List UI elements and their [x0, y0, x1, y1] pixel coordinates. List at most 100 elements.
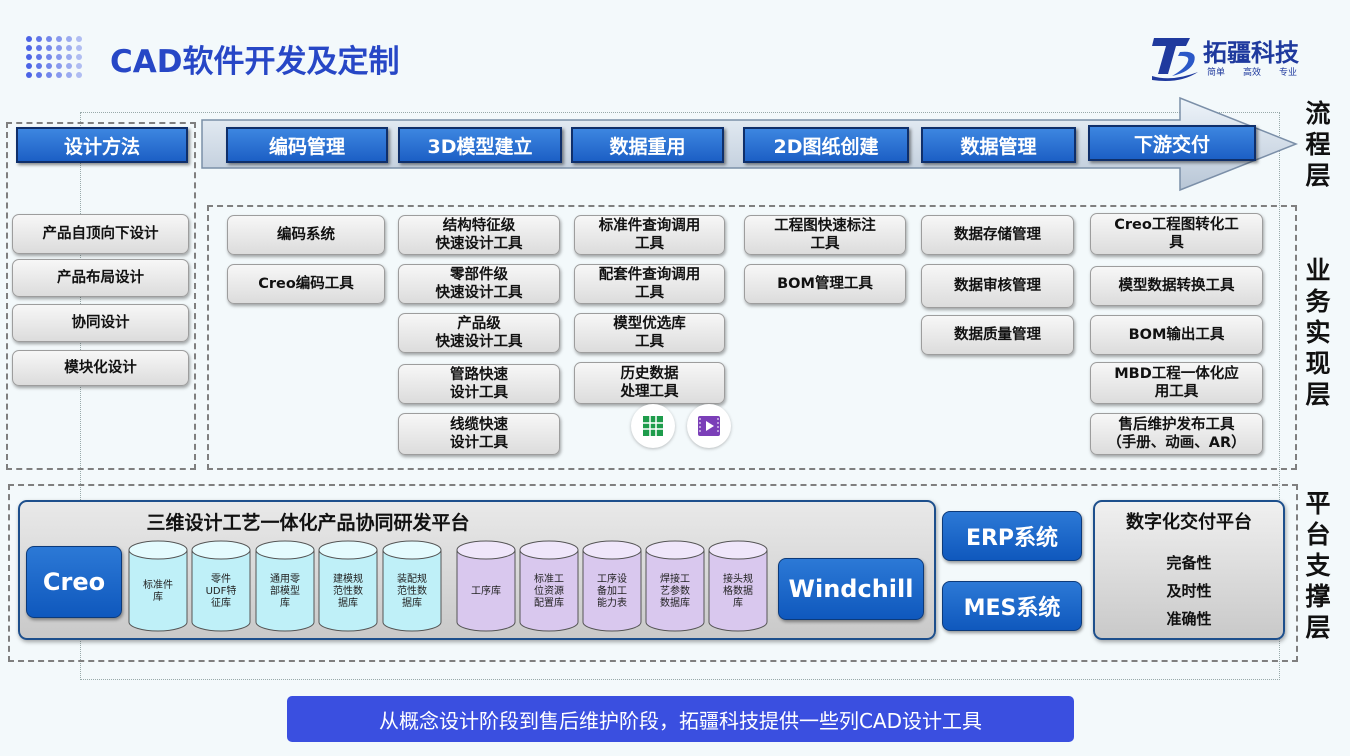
library-label: 装配规 范性数 据库: [397, 574, 427, 609]
tool-creo-coding[interactable]: Creo编码工具: [227, 264, 385, 304]
process-library-cylinder[interactable]: 标准工 位资源 配置库: [519, 540, 579, 632]
library-cylinder[interactable]: 通用零 部模型 库: [255, 540, 315, 632]
tool-cable[interactable]: 线缆快速 设计工具: [398, 413, 560, 455]
step-3d-model[interactable]: 3D模型建立: [398, 127, 562, 163]
dot: [56, 36, 62, 42]
platform-layer-region: [8, 484, 1298, 662]
tool-structure-feature[interactable]: 结构特征级 快速设计工具: [398, 215, 560, 255]
page-title: CAD软件开发及定制: [110, 44, 400, 80]
library-cylinder[interactable]: 建模规 范性数 据库: [318, 540, 378, 632]
tool-drawing-annotation[interactable]: 工程图快速标注 工具: [744, 215, 906, 255]
digital-item-timeliness: 及时性: [1166, 582, 1212, 600]
tool-data-storage[interactable]: 数据存储管理: [921, 215, 1074, 255]
dot: [76, 45, 82, 51]
tool-product-level[interactable]: 产品级 快速设计工具: [398, 313, 560, 353]
step-data-management[interactable]: 数据管理: [921, 127, 1076, 163]
dot: [46, 45, 52, 51]
library-label: 接头规 格数据 库: [723, 574, 753, 609]
tool-coding-system[interactable]: 编码系统: [227, 215, 385, 255]
logo-tag: 专业: [1279, 68, 1298, 78]
tool-aftersales-publish[interactable]: 售后维护发布工具 （手册、动画、AR）: [1090, 413, 1263, 455]
business-layer-region: [207, 205, 1297, 470]
method-modular[interactable]: 模块化设计: [12, 350, 189, 386]
library-label: 标准件 库: [143, 580, 173, 603]
tool-piping[interactable]: 管路快速 设计工具: [398, 364, 560, 404]
dot: [76, 36, 82, 42]
dot: [56, 45, 62, 51]
library-cylinder[interactable]: 零件 UDF特 征库: [191, 540, 251, 632]
layer-label-process: 流 程 层: [1305, 99, 1331, 190]
tool-standard-part-query[interactable]: 标准件查询调用 工具: [574, 215, 725, 255]
dot: [56, 72, 62, 78]
process-library-cylinder[interactable]: 工序库: [456, 540, 516, 632]
library-label: 工序设 备加工 能力表: [597, 574, 627, 609]
footer-banner: 从概念设计阶段到售后维护阶段，拓疆科技提供一些列CAD设计工具: [287, 696, 1074, 742]
dot: [26, 72, 32, 78]
dot: [26, 63, 32, 69]
library-label: 焊接工 艺参数 数据库: [660, 574, 690, 609]
windchill-system[interactable]: Windchill: [778, 558, 924, 620]
dot: [36, 45, 42, 51]
method-collaborative[interactable]: 协同设计: [12, 304, 189, 342]
creo-system[interactable]: Creo: [26, 546, 122, 618]
step-coding-management[interactable]: 编码管理: [226, 127, 388, 163]
digital-delivery-platform: [1093, 500, 1285, 640]
library-label: 零件 UDF特 征库: [205, 574, 237, 609]
tool-mbd[interactable]: MBD工程一体化应 用工具: [1090, 362, 1263, 404]
step-data-reuse[interactable]: 数据重用: [571, 127, 724, 163]
dot: [26, 36, 32, 42]
dot-grid-icon: [26, 36, 86, 82]
step-design-method[interactable]: 设计方法: [16, 127, 188, 163]
step-downstream-delivery[interactable]: 下游交付: [1088, 125, 1256, 161]
tool-data-review[interactable]: 数据审核管理: [921, 264, 1074, 308]
outer-dotted-frame: [80, 112, 1280, 680]
process-library-cylinder[interactable]: 接头规 格数据 库: [708, 540, 768, 632]
design-method-region: [6, 122, 196, 470]
tool-bom-management[interactable]: BOM管理工具: [744, 264, 906, 304]
tool-bom-output[interactable]: BOM输出工具: [1090, 315, 1263, 355]
dot: [46, 54, 52, 60]
erp-system[interactable]: ERP系统: [942, 511, 1082, 561]
logo-mark-icon: [1152, 38, 1198, 81]
dot: [76, 63, 82, 69]
step-2d-drawing[interactable]: 2D图纸创建: [743, 127, 909, 163]
method-top-down[interactable]: 产品自顶向下设计: [12, 214, 189, 254]
library-label: 标准工 位资源 配置库: [534, 574, 564, 609]
digital-item-completeness: 完备性: [1166, 554, 1212, 572]
spreadsheet-icon[interactable]: [631, 404, 675, 448]
logo-tag: 简单: [1207, 68, 1226, 78]
dot: [26, 45, 32, 51]
layer-label-business: 业 务 实 现 层: [1305, 256, 1331, 409]
dot: [66, 63, 72, 69]
tool-part-level[interactable]: 零部件级 快速设计工具: [398, 264, 560, 304]
dot: [26, 54, 32, 60]
process-library-cylinder[interactable]: 焊接工 艺参数 数据库: [645, 540, 705, 632]
library-label: 建模规 范性数 据库: [333, 574, 363, 609]
process-library-cylinder[interactable]: 工序设 备加工 能力表: [582, 540, 642, 632]
logo-tag: 高效: [1243, 68, 1262, 78]
library-cylinder[interactable]: 装配规 范性数 据库: [382, 540, 442, 632]
tool-model-preferred[interactable]: 模型优选库 工具: [574, 313, 725, 353]
video-icon[interactable]: [687, 404, 731, 448]
dot: [36, 72, 42, 78]
logo-name: 拓疆科技: [1203, 38, 1299, 67]
company-logo: 拓疆科技 简单 高效 专业: [1150, 32, 1325, 82]
tool-supporting-part-query[interactable]: 配套件查询调用 工具: [574, 264, 725, 304]
dot: [76, 54, 82, 60]
dot: [46, 63, 52, 69]
digital-item-accuracy: 准确性: [1166, 610, 1212, 628]
dot: [36, 63, 42, 69]
dot: [36, 36, 42, 42]
tool-history-data[interactable]: 历史数据 处理工具: [574, 362, 725, 404]
platform-title: 三维设计工艺一体化产品协同研发平台: [146, 512, 470, 534]
digital-platform-title: 数字化交付平台: [1126, 512, 1252, 533]
tool-data-quality[interactable]: 数据质量管理: [921, 315, 1074, 355]
tool-creo-drawing-convert[interactable]: Creo工程图转化工 具: [1090, 213, 1263, 255]
dot: [56, 63, 62, 69]
dot: [36, 54, 42, 60]
method-layout[interactable]: 产品布局设计: [12, 259, 189, 297]
mes-system[interactable]: MES系统: [942, 581, 1082, 631]
tool-model-convert[interactable]: 模型数据转换工具: [1090, 266, 1263, 306]
dot: [66, 45, 72, 51]
library-cylinder[interactable]: 标准件 库: [128, 540, 188, 632]
